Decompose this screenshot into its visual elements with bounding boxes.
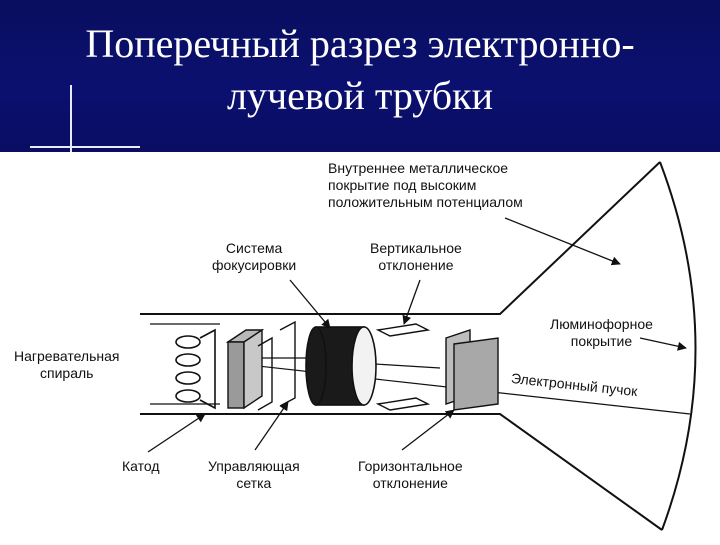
- control-grid: [257, 320, 296, 411]
- crt-cross-section-drawing: [140, 161, 697, 531]
- leader-arrows: [147, 217, 687, 453]
- vertical-deflection-plates: [375, 323, 431, 411]
- decorative-horizontal-line: [30, 146, 140, 148]
- title-band: Поперечный разрез электронно- лучевой тр…: [0, 0, 720, 165]
- horizontal-deflection-plates: [445, 329, 499, 411]
- focusing-cylinder: [305, 326, 377, 406]
- decorative-vertical-line: [70, 85, 72, 165]
- label-phosphor-coating: Люминофорное покрытие: [550, 316, 653, 349]
- slide-title-line-1: Поперечный разрез электронно-: [85, 21, 635, 66]
- cathode-block: [225, 328, 265, 410]
- label-control-grid: Управляющая сетка: [208, 458, 300, 491]
- slide-title: Поперечный разрез электронно- лучевой тр…: [0, 18, 720, 122]
- slide-title-line-2: лучевой трубки: [227, 73, 493, 118]
- heater-coil: [175, 328, 216, 410]
- crt-diagram: Внутреннее металлическое покрытие под вы…: [0, 152, 720, 540]
- label-inner-coating: Внутреннее металлическое покрытие под вы…: [328, 160, 523, 210]
- label-horizontal-deflection: Горизонтальное отклонение: [358, 458, 463, 491]
- label-vertical-deflection: Вертикальное отклонение: [370, 240, 462, 273]
- label-cathode: Катод: [122, 458, 160, 474]
- label-heater-spiral: Нагревательная спираль: [14, 348, 120, 381]
- label-focusing-system: Система фокусировки: [212, 240, 297, 273]
